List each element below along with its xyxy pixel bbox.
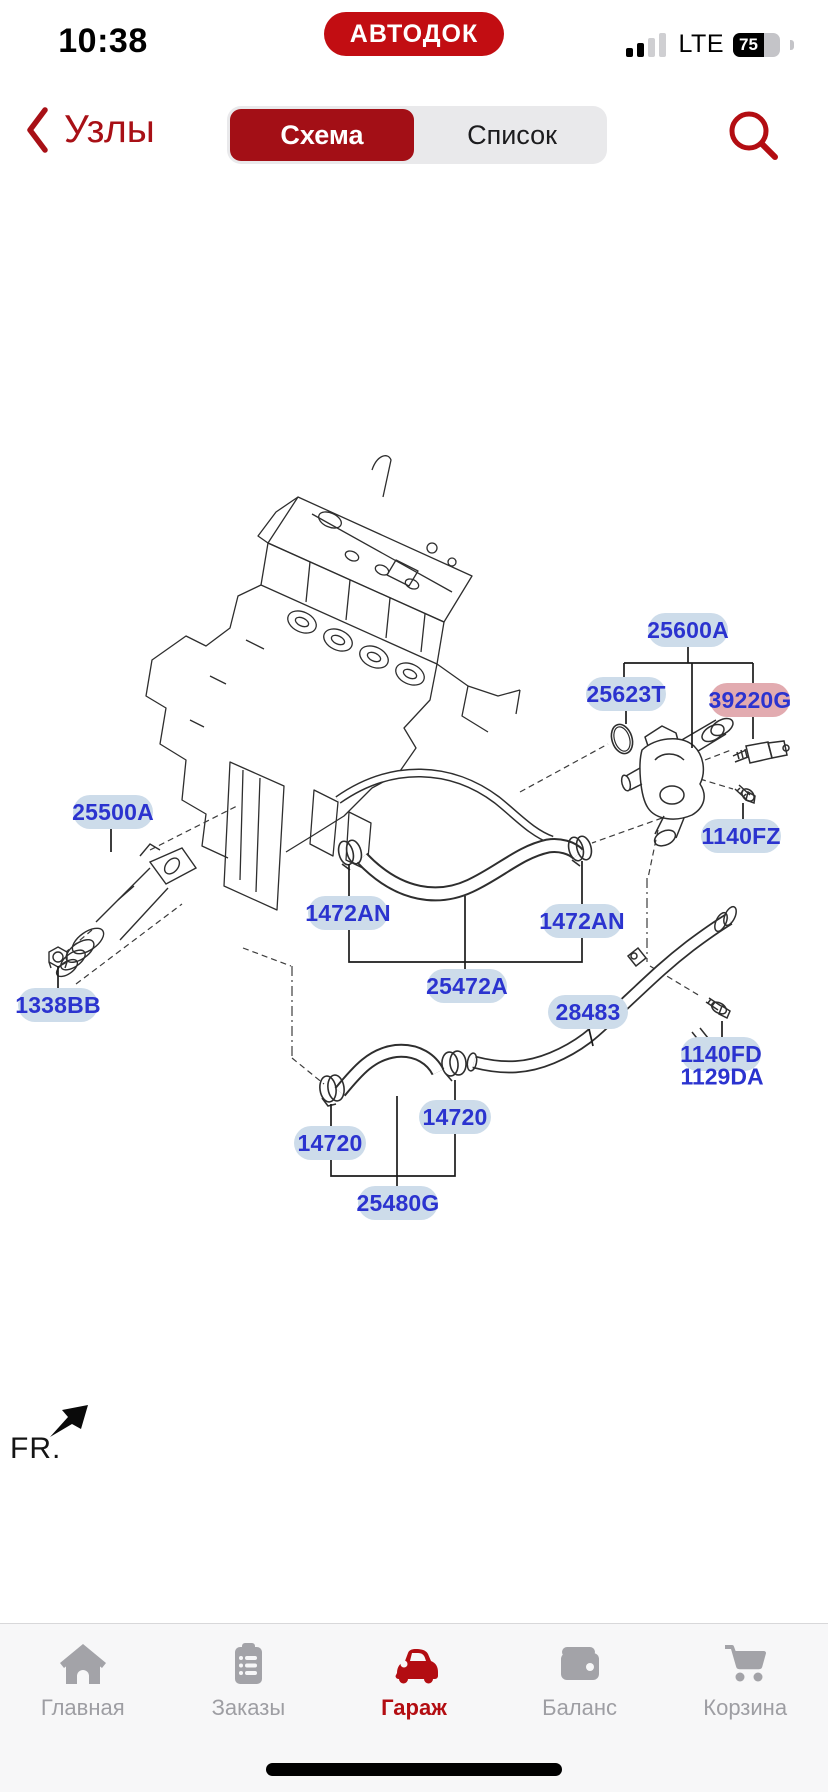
part-label-25623T[interactable]: 25623T	[586, 677, 666, 711]
part-label-1338BB[interactable]: 1338BB	[15, 988, 101, 1022]
tab-garage-label: Гараж	[381, 1695, 447, 1720]
view-mode-segmented-control: Схема Список	[227, 106, 607, 164]
battery-icon: 75	[733, 32, 780, 57]
part-label-14720-left[interactable]: 14720	[294, 1126, 366, 1160]
tab-cart-label: Корзина	[703, 1695, 788, 1720]
tab-list[interactable]: Список	[467, 119, 557, 150]
back-button[interactable]: Узлы	[24, 104, 155, 156]
fr-label: FR.	[10, 1432, 62, 1465]
tab-balance-label: Баланс	[542, 1695, 618, 1720]
tab-cart[interactable]: Корзина	[662, 1624, 828, 1792]
status-icons: LTE 75	[625, 30, 794, 59]
part-label-25472A[interactable]: 25472A	[426, 969, 508, 1003]
tab-orders[interactable]: Заказы	[166, 1624, 332, 1792]
part-label-1140FD[interactable]: 1140FD	[680, 1037, 762, 1071]
home-icon	[59, 1644, 106, 1684]
part-label-1472AN-right[interactable]: 1472AN	[539, 904, 625, 938]
fr-direction-arrow-icon	[50, 1405, 88, 1437]
battery-cap	[790, 39, 794, 50]
app-logo-badge: АВТОДОК	[324, 12, 504, 56]
signal-icon	[625, 32, 666, 57]
tab-orders-label: Заказы	[211, 1695, 286, 1720]
cart-icon	[725, 1645, 767, 1682]
carrier-label: LTE	[678, 30, 724, 58]
tab-garage[interactable]: Гараж	[331, 1624, 497, 1792]
tab-home-label: Главная	[40, 1695, 125, 1720]
battery-percent: 75	[733, 32, 764, 57]
car-icon	[395, 1649, 438, 1684]
nav-bar: Узлы Схема Список	[0, 96, 828, 180]
part-label-39220G-highlighted[interactable]: 39220G	[708, 683, 791, 717]
status-bar: 10:38 АВТОДОК LTE 75	[0, 0, 828, 80]
part-label-1129DA[interactable]: 1129DA	[680, 1063, 764, 1090]
orders-icon	[235, 1643, 263, 1684]
part-label-28483[interactable]: 28483	[548, 995, 628, 1029]
part-label-1140FZ[interactable]: 1140FZ	[701, 819, 781, 853]
clock: 10:38	[58, 22, 148, 60]
home-indicator	[266, 1763, 562, 1776]
part-label-14720-right[interactable]: 14720	[419, 1100, 491, 1134]
wallet-icon	[560, 1647, 599, 1680]
tab-home[interactable]: Главная	[0, 1624, 166, 1792]
search-icon[interactable]	[724, 106, 782, 164]
parts-diagram: 25600A 25623T 39220G 1140FZ 25500A 1472A…	[0, 180, 828, 1540]
back-button-label: Узлы	[64, 108, 155, 151]
tab-balance[interactable]: Баланс	[497, 1624, 663, 1792]
chevron-left-icon	[27, 107, 48, 153]
part-label-25500A[interactable]: 25500A	[72, 795, 154, 829]
part-label-1472AN-left[interactable]: 1472AN	[305, 896, 391, 930]
part-label-25600A[interactable]: 25600A	[647, 613, 729, 647]
part-label-25480G[interactable]: 25480G	[356, 1186, 439, 1220]
tab-schema[interactable]: Схема	[230, 109, 414, 161]
